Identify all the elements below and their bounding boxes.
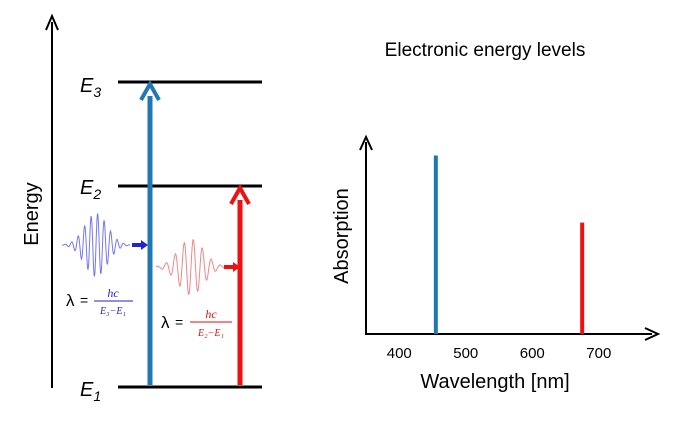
formula-blue: λ = hc E₃−E₁	[66, 286, 133, 317]
formula-blue-lambda: λ	[66, 291, 75, 310]
formula-blue-equals: =	[80, 292, 88, 308]
x-tick-label: 500	[453, 345, 478, 362]
formula-blue-denominator: E₃−E₁	[99, 306, 126, 317]
formula-red-equals: =	[175, 314, 183, 330]
formula-red-denominator: E₂−E₁	[197, 328, 224, 339]
transition-arrowhead-red	[229, 183, 251, 205]
spectrum-bars	[433, 155, 585, 334]
level-e2-label: E2	[80, 177, 101, 202]
wave-arrowhead-red	[233, 262, 240, 272]
spectrum-x-label: Wavelength [nm]	[420, 371, 569, 393]
formula-red-numerator: hc	[205, 307, 217, 321]
spectrum-title: Electronic energy levels	[385, 40, 586, 61]
spectrum-y-label: Absorption	[331, 188, 353, 284]
spectrum-tick-labels: 400 500 600 700	[387, 345, 612, 362]
energy-axis-arrowhead	[45, 13, 59, 31]
level-e1-label: E1	[80, 379, 101, 404]
wave-packet-red	[155, 239, 227, 295]
spectrum-y-arrowhead	[359, 134, 373, 151]
spectrum-x-arrowhead	[644, 327, 661, 341]
level-e3-label: E3	[80, 75, 101, 100]
formula-blue-numerator: hc	[107, 286, 119, 300]
wave-packet-blue	[62, 213, 130, 277]
formula-red: λ = hc E₂−E₁	[161, 307, 232, 339]
formula-red-lambda: λ	[161, 313, 170, 332]
transition-arrowhead-blue	[139, 79, 161, 101]
wave-arrowhead-blue	[141, 240, 148, 250]
x-tick-label: 400	[387, 345, 412, 362]
energy-axis-label: Energy	[21, 182, 43, 245]
x-tick-label: 600	[520, 345, 545, 362]
x-tick-label: 700	[586, 345, 611, 362]
